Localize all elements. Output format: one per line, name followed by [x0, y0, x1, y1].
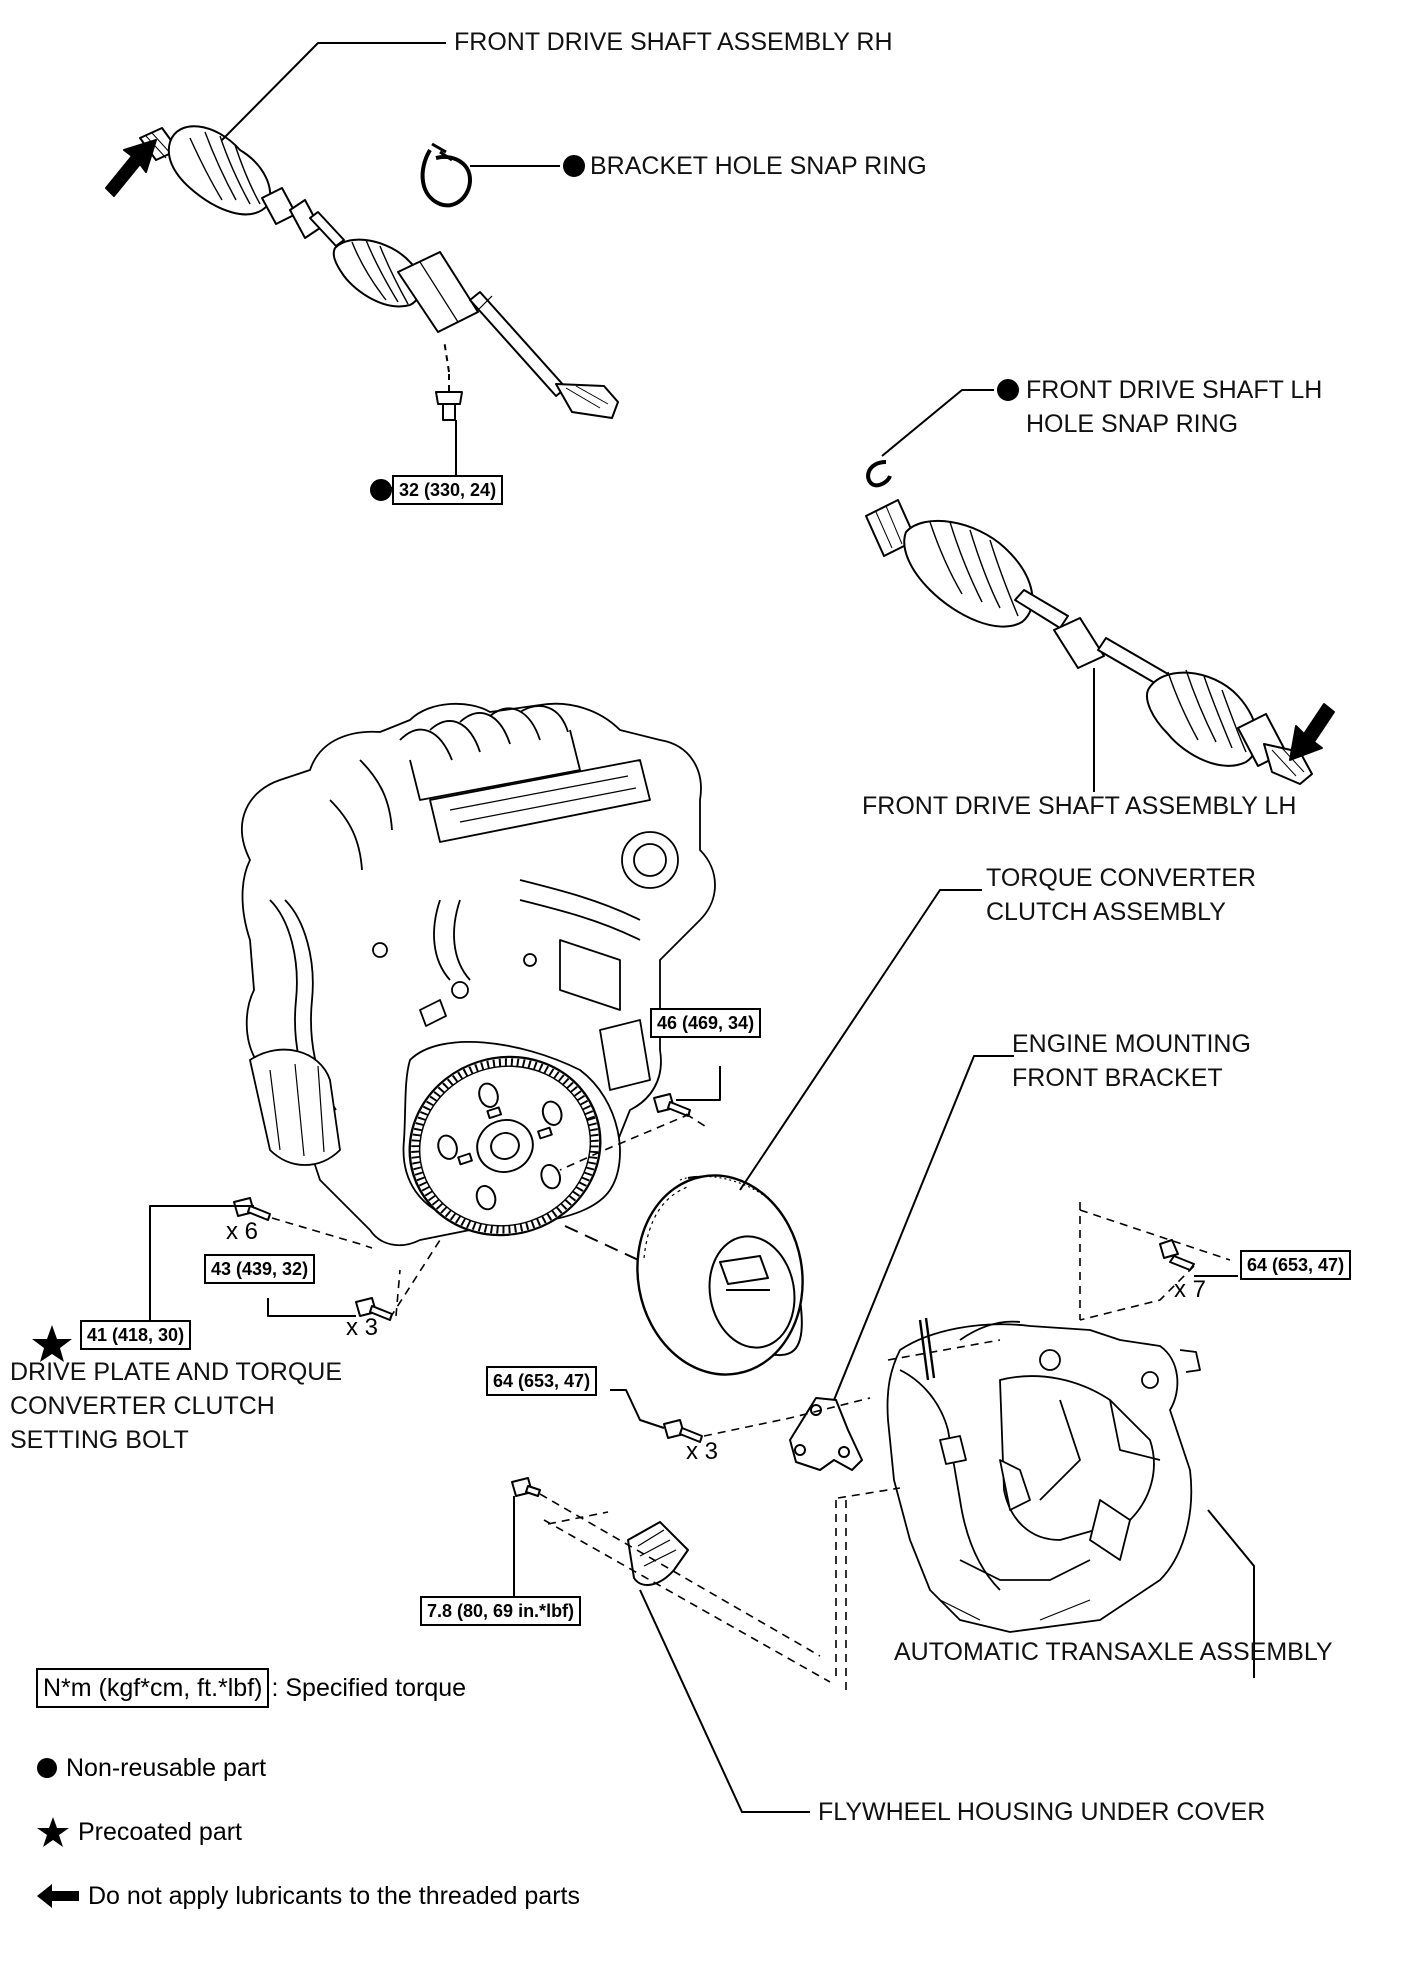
leader-flywheel-cover: [639, 1589, 810, 1813]
star-icon: [37, 1817, 69, 1847]
label-torque-converter-line1: TORQUE CONVERTER: [986, 864, 1256, 892]
legend-torque-box: N*m (kgf*cm, ft.*lbf): [36, 1668, 270, 1708]
torque-mount-bolt: 64 (653, 47): [486, 1366, 598, 1396]
engine-mount-bracket: [789, 1397, 863, 1471]
legend-non-reusable: Non-reusable part: [36, 1752, 266, 1784]
label-torque-converter-line2: CLUTCH ASSEMBLY: [986, 898, 1226, 926]
legend-torque-text: : Specified torque: [271, 1674, 467, 1702]
torque-converter-bolt: 46 (469, 34): [650, 1008, 762, 1038]
label-transaxle: AUTOMATIC TRANSAXLE ASSEMBLY: [894, 1638, 1333, 1666]
filled-circle-icon: [37, 1758, 57, 1778]
torque-setting-bolt: 41 (418, 30): [80, 1320, 192, 1350]
legend-no-lubricant: Do not apply lubricants to the threaded …: [36, 1880, 580, 1912]
leader-engine-bolt: [267, 1298, 356, 1317]
filled-circle-icon: [370, 479, 392, 501]
leader-transaxle: [1207, 1509, 1255, 1678]
legend-non-reusable-text: Non-reusable part: [66, 1754, 267, 1782]
torque-cover-bolt: 7.8 (80, 69 in.*lbf): [420, 1596, 582, 1626]
leader-rh-shaft: [221, 42, 446, 141]
legend-torque: N*m (kgf*cm, ft.*lbf) : Specified torque: [36, 1668, 466, 1708]
label-rh-drive-shaft: FRONT DRIVE SHAFT ASSEMBLY RH: [454, 28, 893, 56]
transaxle: [886, 1317, 1201, 1633]
torque-rh-bolt: 32 (330, 24): [392, 475, 504, 505]
leader-engine-mount: [833, 1055, 1014, 1401]
bolt-converter-housing: [653, 1093, 691, 1117]
qty-setting-bolt: x 6: [226, 1218, 259, 1245]
leader-lh-snap-ring: [881, 389, 994, 457]
bolt-cover: [511, 1477, 541, 1497]
label-flywheel-cover: FLYWHEEL HOUSING UNDER COVER: [818, 1798, 1266, 1826]
star-icon: [32, 1325, 72, 1362]
torque-engine-bolt: 43 (439, 32): [204, 1254, 316, 1284]
label-drive-plate-line1: DRIVE PLATE AND TORQUE: [10, 1358, 343, 1386]
qty-transaxle-bolt: x 7: [1174, 1276, 1207, 1303]
label-drive-plate-line3: SETTING BOLT: [10, 1426, 189, 1454]
legend-no-lubricant-text: Do not apply lubricants to the threaded …: [88, 1882, 580, 1910]
lh-drive-shaft: [865, 499, 1335, 785]
leader-converter-bolt: [676, 1066, 721, 1101]
rh-drive-shaft: [105, 125, 619, 421]
bolt-setting: [233, 1197, 271, 1221]
bolt-transaxle: [1159, 1239, 1195, 1271]
drive-plate: [408, 1055, 602, 1237]
lh-snap-ring: [866, 460, 892, 488]
legend-precoated-text: Precoated part: [78, 1818, 242, 1846]
label-engine-mount-line2: FRONT BRACKET: [1012, 1064, 1223, 1092]
leader-mount-bolt: [610, 1389, 665, 1429]
legend-precoated: Precoated part: [36, 1816, 242, 1848]
bolt-mount-bracket: [663, 1419, 703, 1443]
filled-circle-icon: [997, 379, 1019, 401]
label-lh-snap-ring-line1: FRONT DRIVE SHAFT LH: [1026, 376, 1323, 404]
label-drive-plate-line2: CONVERTER CLUTCH: [10, 1392, 275, 1420]
label-lh-snap-ring-line2: HOLE SNAP RING: [1026, 410, 1239, 438]
alignment-lines: [271, 1113, 1231, 1690]
label-engine-mount-line1: ENGINE MOUNTING: [1012, 1030, 1251, 1058]
leader-torque-converter: [739, 889, 982, 1191]
flywheel-cover: [627, 1521, 689, 1586]
filled-circle-icon: [563, 155, 585, 177]
torque-converter: [636, 1174, 804, 1376]
bolt-engine: [355, 1297, 393, 1321]
bracket-snap-ring: [420, 142, 472, 208]
qty-engine-bolt: x 3: [346, 1314, 379, 1341]
qty-mount-bolt: x 3: [686, 1438, 719, 1465]
torque-transaxle-bolt: 64 (653, 47): [1240, 1250, 1352, 1280]
left-arrow-icon: [37, 1884, 79, 1908]
label-lh-drive-shaft: FRONT DRIVE SHAFT ASSEMBLY LH: [862, 792, 1297, 820]
label-bracket-snap-ring: BRACKET HOLE SNAP RING: [590, 152, 927, 180]
